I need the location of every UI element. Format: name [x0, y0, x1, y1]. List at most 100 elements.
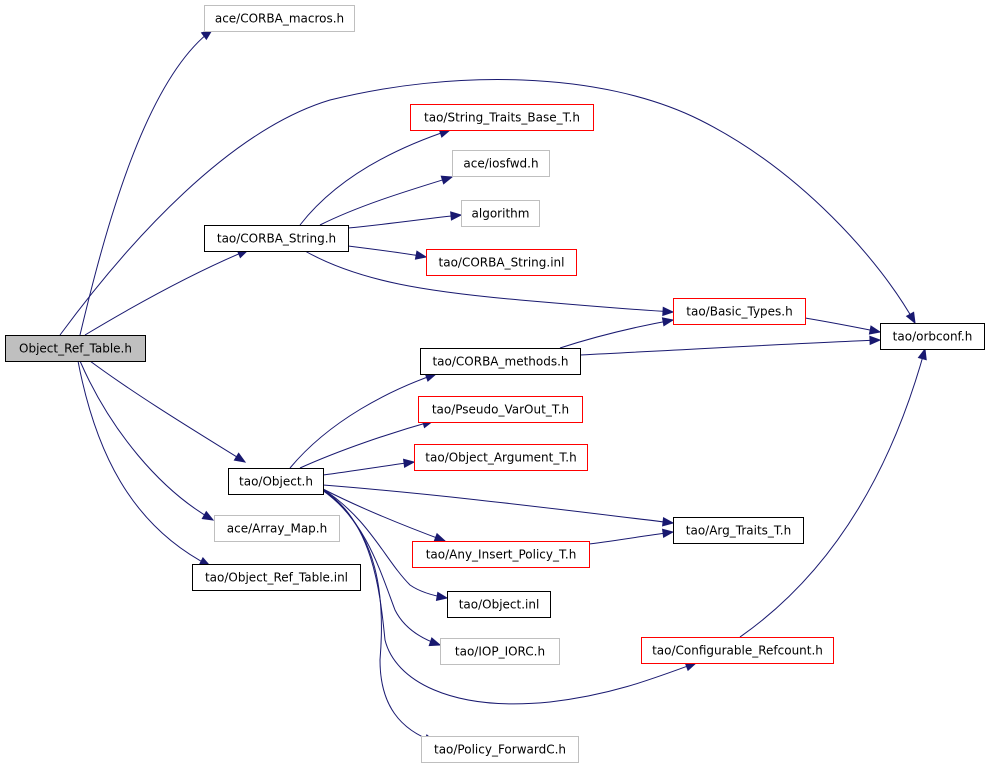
- node-corba_string[interactable]: tao/CORBA_String.h: [204, 225, 349, 252]
- node-label-iop_iorc: tao/IOP_IORC.h: [455, 645, 545, 659]
- edge-object-to-configurable_refcount: [322, 489, 697, 705]
- node-box-string_traits: [410, 104, 594, 131]
- edge-corba_string-to-basic_types: [304, 250, 674, 313]
- arrowhead-object-to-any_insert: [433, 532, 447, 542]
- node-basic_types[interactable]: tao/Basic_Types.h: [673, 298, 806, 325]
- node-box-iop_iorc: [440, 638, 560, 665]
- edge-object-to-arg_traits: [322, 484, 674, 524]
- node-algorithm[interactable]: algorithm: [461, 200, 540, 227]
- node-any_insert[interactable]: tao/Any_Insert_Policy_T.h: [412, 541, 590, 568]
- node-box-policy_forward: [421, 736, 579, 763]
- arrowhead-any_insert-to-arg_traits: [661, 528, 675, 539]
- node-label-arg_traits: tao/Arg_Traits_T.h: [686, 524, 791, 538]
- edge-root-to-array_map: [79, 360, 214, 521]
- node-iosfwd[interactable]: ace/iosfwd.h: [452, 150, 550, 177]
- node-label-ace_macros: ace/CORBA_macros.h: [215, 12, 344, 26]
- node-box-object_ref_inl: [192, 564, 361, 591]
- node-box-basic_types: [673, 298, 806, 325]
- node-box-corba_string: [204, 225, 349, 252]
- node-label-object_inl: tao/Object.inl: [459, 598, 540, 612]
- node-array_map[interactable]: ace/Array_Map.h: [214, 515, 340, 542]
- node-label-corba_string_inl: tao/CORBA_String.inl: [439, 256, 565, 270]
- edge-object-to-corba_methods: [289, 373, 437, 469]
- edge-root-to-object: [89, 360, 246, 463]
- node-label-string_traits: tao/String_Traits_Base_T.h: [424, 111, 580, 125]
- arrowhead-object-to-object_inl: [435, 591, 449, 601]
- arrowhead-corba_string-to-basic_types: [662, 306, 675, 317]
- node-pseudo_varout[interactable]: tao/Pseudo_VarOut_T.h: [418, 396, 583, 423]
- node-box-orbconf: [880, 323, 985, 350]
- node-corba_string_inl[interactable]: tao/CORBA_String.inl: [426, 249, 577, 276]
- node-string_traits[interactable]: tao/String_Traits_Base_T.h: [410, 104, 594, 131]
- node-object_argument[interactable]: tao/Object_Argument_T.h: [414, 444, 588, 471]
- node-box-arg_traits: [673, 517, 804, 544]
- node-label-corba_methods: tao/CORBA_methods.h: [432, 355, 568, 369]
- edge-root-to-object_ref_inl: [77, 360, 211, 567]
- node-box-any_insert: [412, 541, 590, 568]
- arrowhead-root-to-object: [233, 452, 247, 463]
- node-box-array_map: [214, 515, 340, 542]
- node-policy_forward[interactable]: tao/Policy_ForwardC.h: [421, 736, 579, 763]
- arrowhead-root-to-array_map: [201, 510, 215, 521]
- node-box-object_argument: [414, 444, 588, 471]
- node-box-ace_macros: [204, 5, 355, 32]
- edge-root-to-corba_string: [84, 249, 249, 336]
- node-object_inl[interactable]: tao/Object.inl: [447, 591, 551, 618]
- node-box-configurable_refcount: [641, 637, 834, 664]
- arrowhead-object-to-arg_traits: [662, 517, 675, 527]
- node-configurable_refcount[interactable]: tao/Configurable_Refcount.h: [641, 637, 834, 664]
- node-label-algorithm: algorithm: [472, 207, 530, 221]
- node-root[interactable]: Object_Ref_Table.h: [5, 335, 146, 362]
- node-box-iosfwd: [452, 150, 550, 177]
- edge-object-to-policy_forward: [321, 489, 436, 743]
- arrowhead-root-to-orbconf: [905, 311, 916, 325]
- edge-corba_string-to-corba_string_inl: [347, 245, 427, 258]
- arrowhead-object-to-object_argument: [402, 458, 416, 469]
- node-object_ref_inl[interactable]: tao/Object_Ref_Table.inl: [192, 564, 361, 591]
- node-box-corba_methods: [420, 348, 581, 375]
- edge-corba_string-to-string_traits: [299, 129, 451, 226]
- node-label-root: Object_Ref_Table.h: [19, 342, 132, 356]
- node-label-object_argument: tao/Object_Argument_T.h: [425, 451, 576, 465]
- node-label-object_ref_inl: tao/Object_Ref_Table.inl: [205, 571, 348, 585]
- node-box-root: [5, 335, 146, 362]
- edge-root-to-orbconf: [59, 79, 916, 336]
- node-ace_macros[interactable]: ace/CORBA_macros.h: [204, 5, 355, 32]
- edge-configurable_refcount-to-orbconf: [739, 348, 926, 638]
- node-box-object_inl: [447, 591, 551, 618]
- arrowhead-corba_methods-to-orbconf: [869, 335, 882, 346]
- node-arg_traits[interactable]: tao/Arg_Traits_T.h: [673, 517, 804, 544]
- arrowhead-corba_string-to-algorithm: [450, 211, 463, 221]
- edge-corba_methods-to-basic_types: [559, 319, 674, 349]
- node-label-pseudo_varout: tao/Pseudo_VarOut_T.h: [432, 403, 569, 417]
- node-label-array_map: ace/Array_Map.h: [227, 522, 327, 536]
- arrowhead-corba_string-to-iosfwd: [440, 175, 454, 185]
- edge-object-to-object_argument: [322, 461, 415, 476]
- node-label-iosfwd: ace/iosfwd.h: [463, 157, 538, 171]
- arrowhead-basic_types-to-orbconf: [868, 325, 882, 335]
- arrowhead-configurable_refcount-to-orbconf: [917, 347, 927, 361]
- edge-root-to-ace_macros: [79, 29, 213, 336]
- node-label-corba_string: tao/CORBA_String.h: [217, 232, 336, 246]
- node-label-basic_types: tao/Basic_Types.h: [686, 305, 792, 319]
- node-box-object: [228, 468, 324, 495]
- node-label-object: tao/Object.h: [239, 475, 313, 489]
- node-iop_iorc[interactable]: tao/IOP_IORC.h: [440, 638, 560, 665]
- node-label-policy_forward: tao/Policy_ForwardC.h: [434, 743, 566, 757]
- node-box-algorithm: [461, 200, 540, 227]
- edge-object-to-object_inl: [322, 488, 448, 599]
- edge-object-to-any_insert: [322, 488, 446, 542]
- edge-corba_string-to-iosfwd: [319, 176, 453, 226]
- node-orbconf[interactable]: tao/orbconf.h: [880, 323, 985, 350]
- edge-object-to-pseudo_varout: [299, 420, 434, 469]
- edge-corba_methods-to-orbconf: [579, 339, 881, 356]
- node-label-any_insert: tao/Any_Insert_Policy_T.h: [426, 548, 577, 562]
- edge-basic_types-to-orbconf: [804, 317, 881, 333]
- node-object[interactable]: tao/Object.h: [228, 468, 324, 495]
- arrowhead-object-to-iop_iorc: [428, 637, 442, 647]
- arrowhead-corba_methods-to-basic_types: [661, 317, 675, 327]
- node-corba_methods[interactable]: tao/CORBA_methods.h: [420, 348, 581, 375]
- node-label-orbconf: tao/orbconf.h: [893, 330, 973, 344]
- nodes-layer: Object_Ref_Table.h ace/CORBA_macros.h tao/…: [5, 5, 985, 763]
